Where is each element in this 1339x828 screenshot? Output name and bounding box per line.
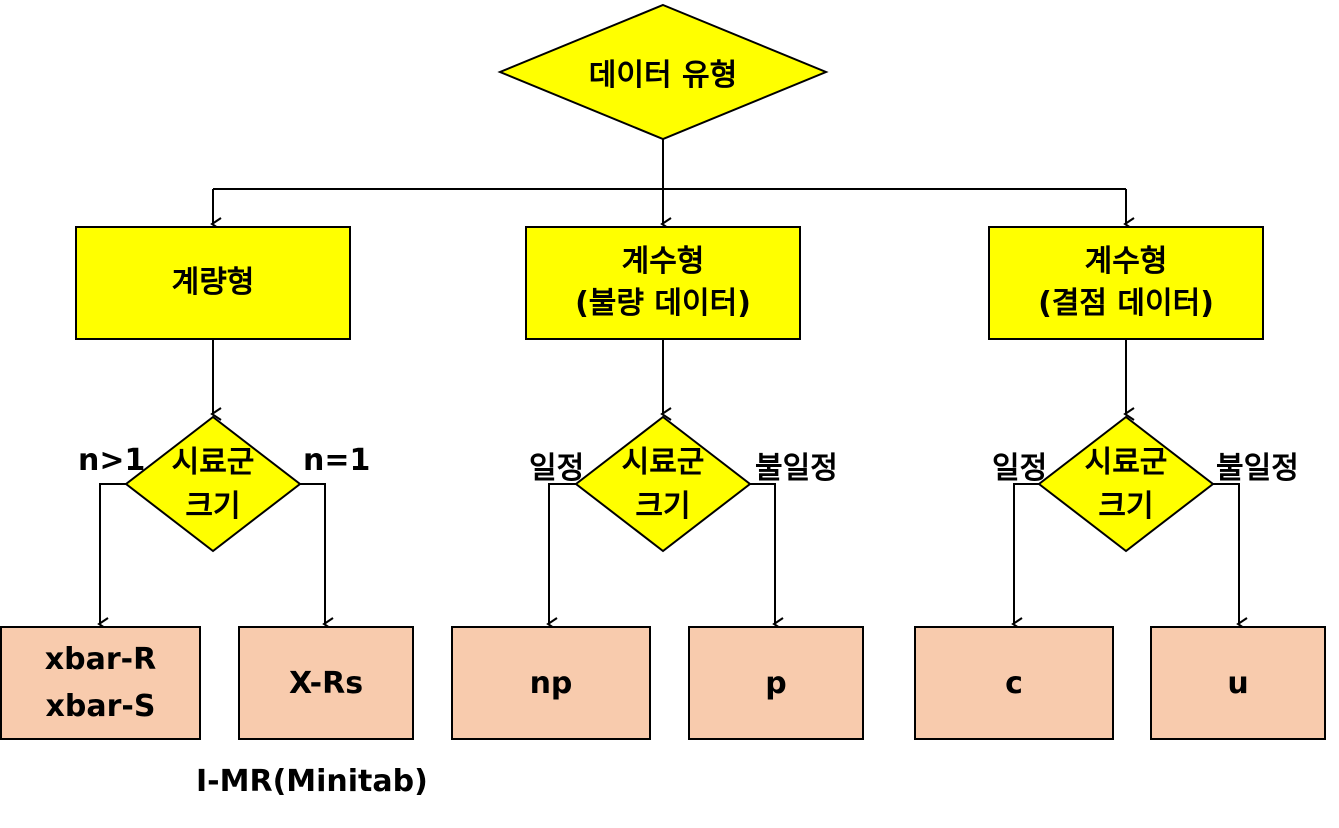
decision-line2: 크기 — [185, 489, 241, 524]
category-subtitle: (결점 데이터) — [1038, 286, 1214, 321]
decision-label: 시료군 크기 — [1066, 440, 1186, 530]
arrow — [97, 483, 126, 631]
chart-name: xbar-S — [45, 689, 156, 724]
arrow — [1213, 483, 1248, 631]
decision-label: 시료군 크기 — [153, 440, 273, 530]
branch-label-right: n=1 — [303, 443, 371, 478]
category-box-defective: 계수형 (불량 데이터) — [525, 226, 801, 340]
root-label: 데이터 유형 — [540, 47, 786, 97]
category-title: 계수형 — [1084, 244, 1168, 279]
branch-label-right: 불일정 — [755, 451, 838, 486]
chart-name: X-Rs — [288, 665, 364, 701]
arrow — [546, 483, 576, 631]
decision-diamond — [574, 415, 752, 553]
chart-name: u — [1227, 665, 1249, 701]
decision-diamond — [124, 415, 302, 553]
arrow — [300, 483, 334, 631]
category-box-defects: 계수형 (결점 데이터) — [988, 226, 1264, 340]
chart-box-xbar: xbar-R xbar-S — [0, 626, 201, 740]
branch-label-left: 일정 — [529, 451, 585, 486]
chart-name: c — [1005, 665, 1023, 701]
category-subtitle: (불량 데이터) — [575, 286, 751, 321]
branch-label-left: 일정 — [992, 451, 1048, 486]
decision-diamond — [1037, 415, 1215, 553]
category-box-measurement: 계량형 — [75, 226, 351, 340]
decision-line1: 시료군 — [171, 445, 255, 480]
decision-line2: 크기 — [635, 489, 691, 524]
chart-box-u: u — [1150, 626, 1326, 740]
category-title: 계수형 — [621, 244, 705, 279]
chart-name: np — [529, 665, 573, 701]
chart-box-np: np — [451, 626, 651, 740]
chart-box-p: p — [688, 626, 864, 740]
chart-box-x-rs: X-Rs — [238, 626, 414, 740]
branch-label-right: 불일정 — [1216, 451, 1299, 486]
branch-label-left: n>1 — [78, 443, 146, 478]
note-label: I-MR(Minitab) — [196, 764, 428, 799]
chart-box-c: c — [914, 626, 1114, 740]
decision-label: 시료군 크기 — [603, 440, 723, 530]
arrow — [1011, 483, 1039, 631]
root-text: 데이터 유형 — [588, 58, 738, 93]
category-title: 계량형 — [171, 265, 255, 300]
chart-name: p — [765, 665, 787, 701]
decision-line1: 시료군 — [621, 445, 705, 480]
decision-line2: 크기 — [1098, 489, 1154, 524]
decision-line1: 시료군 — [1084, 445, 1168, 480]
arrow — [750, 483, 784, 631]
chart-name: xbar-R — [44, 642, 157, 677]
